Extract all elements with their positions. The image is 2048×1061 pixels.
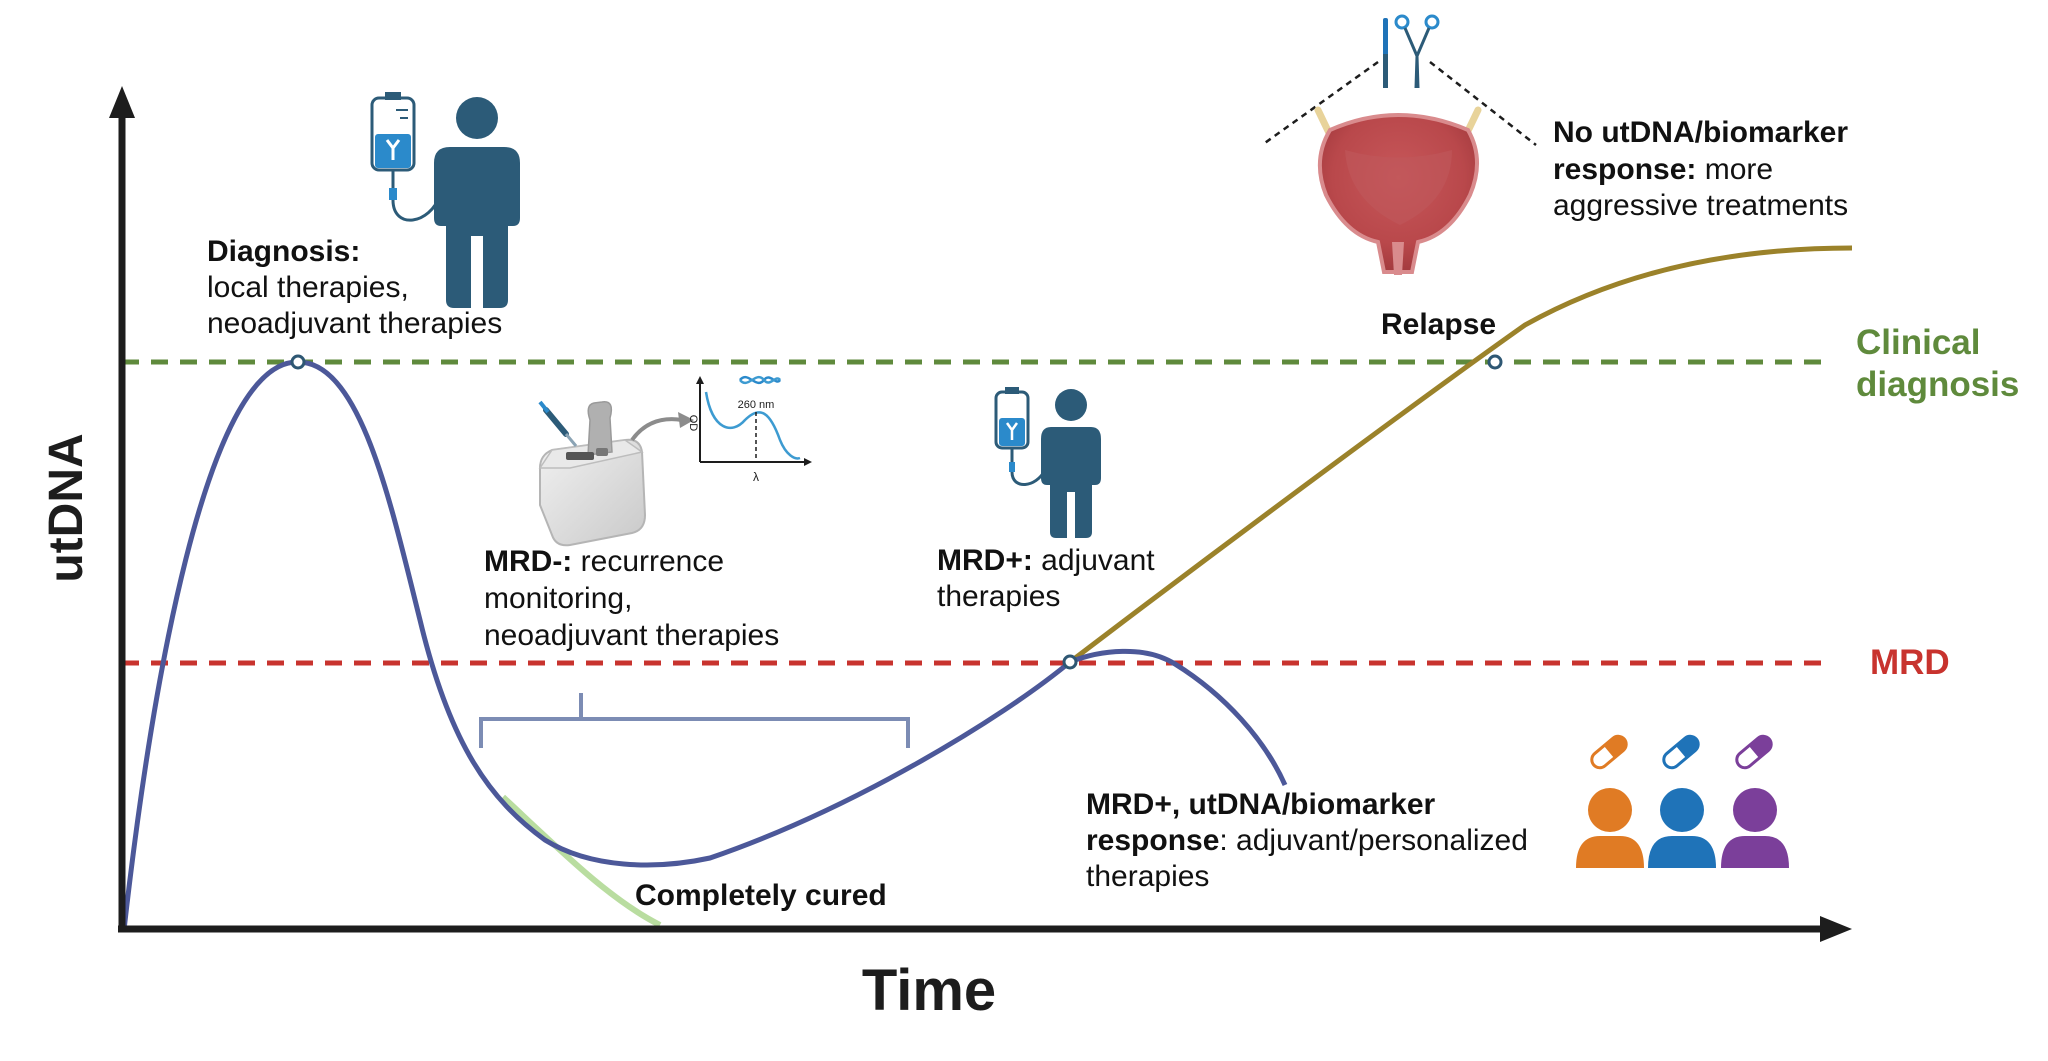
- y-axis-arrow: [109, 86, 135, 118]
- pill-icon: [1662, 734, 1700, 770]
- dna-icon: [739, 375, 782, 385]
- mrd-crossing-point: [1062, 654, 1078, 670]
- peak-wavelength-label: 260 nm: [738, 399, 775, 411]
- relapse-point: [1487, 354, 1503, 370]
- od-spectrum-chart: OD λ 260 nm: [687, 376, 812, 484]
- mrd-neg-line3: neoadjuvant therapies: [484, 619, 779, 652]
- iv-bag-antibody-icon: [994, 387, 1047, 486]
- relapse-label: Relapse: [1381, 308, 1496, 341]
- od-axis-label: OD: [687, 415, 699, 432]
- mrd-label: MRD: [1870, 643, 1950, 682]
- diagnosis-line1: local therapies,: [207, 271, 409, 304]
- person-icon: [1041, 389, 1101, 538]
- mrd-neg-line2: monitoring,: [484, 582, 632, 615]
- x-axis-label: Time: [862, 958, 996, 1023]
- lambda-axis-label: λ: [753, 470, 759, 484]
- mrd-neg-line1: MRD-: recurrence: [484, 545, 724, 578]
- surgical-line-right: [1429, 61, 1537, 146]
- iv-bag-antibody-icon: [370, 92, 442, 222]
- monitoring-bracket: [479, 693, 910, 748]
- scalpel-icon: [1383, 18, 1388, 88]
- person-icon: [1576, 788, 1644, 868]
- mrd-pos-line1: MRD+: adjuvant: [937, 544, 1155, 577]
- pipette-icon: [538, 400, 578, 447]
- pill-icon: [1735, 734, 1773, 770]
- output-arrow: [630, 417, 683, 442]
- clinical-label-line2: diagnosis: [1856, 365, 2019, 404]
- surgical-line-left: [1261, 60, 1379, 147]
- diagnosis-point: [290, 354, 306, 370]
- cured-label: Completely cured: [635, 879, 887, 912]
- no-response-line1: No utDNA/biomarker: [1553, 116, 1848, 149]
- person-icon: [1721, 788, 1789, 868]
- response-line3: therapies: [1086, 860, 1209, 893]
- person-icon: [1648, 788, 1716, 868]
- mrd-pos-line2: therapies: [937, 580, 1060, 613]
- utdna-main-curve: [121, 359, 1288, 931]
- diagnosis-line2: neoadjuvant therapies: [207, 307, 502, 340]
- clinical-label-line1: Clinical: [1856, 323, 1980, 362]
- response-line1: MRD+, utDNA/biomarker: [1086, 788, 1436, 821]
- diagnosis-title: Diagnosis:: [207, 235, 360, 268]
- relapse-curve: [1068, 245, 1853, 664]
- person-icon: [434, 97, 520, 308]
- cured-curve: [500, 794, 662, 928]
- x-axis-arrow: [1820, 916, 1852, 942]
- no-response-line3: aggressive treatments: [1553, 189, 1848, 222]
- scissors-icon: [1394, 14, 1440, 89]
- pill-icon: [1590, 734, 1628, 770]
- no-response-line2: response: more: [1553, 153, 1773, 186]
- spectrophotometer-icon: [538, 401, 647, 547]
- output-arrow-head: [678, 412, 694, 428]
- bladder-icon: [1314, 106, 1482, 275]
- y-axis-label: utDNA: [40, 433, 93, 582]
- response-line2: response: adjuvant/personalized: [1086, 824, 1528, 857]
